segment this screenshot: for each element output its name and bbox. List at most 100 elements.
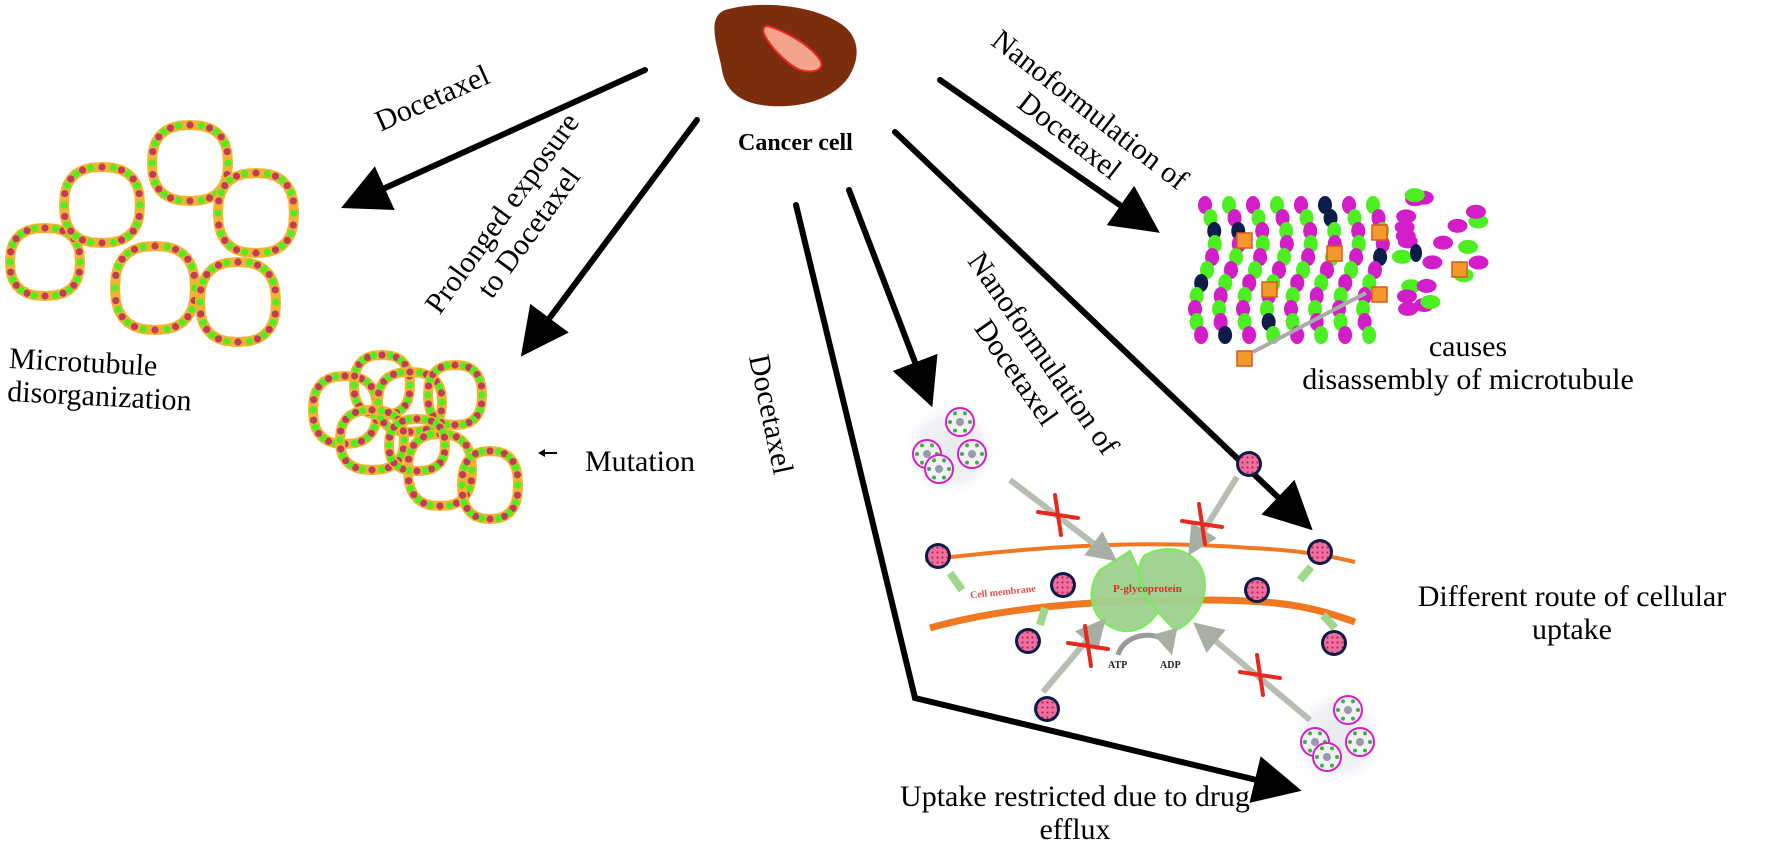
tubulin-subunit <box>1207 222 1222 240</box>
arrow-prolonged-exposure <box>520 117 700 357</box>
free-tubulin-subunit <box>1420 294 1441 309</box>
free-tubulin-subunit <box>1458 239 1479 254</box>
tubulin-subunit <box>1194 326 1209 344</box>
drug-particle-icon <box>1050 572 1076 598</box>
drug-particle-icon <box>1244 577 1270 603</box>
microtubule-disorganization-label: Microtubule disorganization <box>7 342 195 418</box>
nanoparticle-cluster-icon <box>902 402 998 498</box>
green-uptake-arrow <box>1036 606 1049 627</box>
block-cross-icons <box>1036 493 1282 697</box>
block-cross-icon <box>1066 624 1110 668</box>
free-tubulin-subunit <box>1391 249 1412 264</box>
drug-particles <box>925 451 1347 722</box>
adp-label: ADP <box>1160 660 1181 671</box>
microtubule-ring <box>59 162 145 248</box>
drug-particle-icon <box>1307 539 1333 565</box>
tubulin-subunit <box>1279 222 1294 240</box>
drug-square-icon <box>1236 232 1253 249</box>
tubulin-subunit <box>1242 326 1257 344</box>
p-glycoprotein-icon <box>1090 548 1207 633</box>
efflux-label: Uptake restricted due to drug efflux <box>840 780 1310 846</box>
free-tubulin-subunit <box>1416 278 1437 293</box>
microtubule-rings-mutated <box>308 350 523 524</box>
efflux-line2: efflux <box>1039 813 1111 846</box>
atp-adp-arrow-icon <box>1115 627 1178 656</box>
atp-label: ATP <box>1108 660 1128 671</box>
block-cross-icon <box>1238 653 1282 697</box>
free-tubulin-subunit <box>1422 255 1443 270</box>
free-tubulin-subunit <box>1447 218 1468 233</box>
arrow-docetaxel-to-microtubules <box>341 67 648 210</box>
drug-particle-icon <box>1015 628 1041 654</box>
microtubule-ring <box>213 168 299 258</box>
disassembly-line1: causes <box>1428 330 1508 363</box>
disassembly-label: causes disassembly of microtubule <box>1258 330 1678 396</box>
tubulin-subunit <box>1351 222 1366 240</box>
drug-square-icon <box>1261 281 1278 298</box>
efflux-line1: Uptake restricted due to drug <box>900 780 1250 813</box>
free-tubulin-subunit <box>1433 235 1454 250</box>
drug-square-icon <box>1371 286 1388 303</box>
tubulin-subunit <box>1327 222 1342 240</box>
arrow-nano-to-pgp-inset <box>846 187 938 408</box>
arrow-nano-disassembly <box>937 77 1160 233</box>
cancer-cell-icon <box>714 4 857 107</box>
free-tubulin-subunit <box>1398 301 1419 316</box>
drug-particle-icon <box>1236 451 1262 477</box>
microtubule-ring <box>457 446 523 524</box>
drug-square-icon <box>1451 261 1468 278</box>
pgp-efflux-inset <box>902 402 1386 786</box>
pointer-line <box>1252 291 1367 354</box>
different-route-line2: uptake <box>1532 613 1612 646</box>
drug-square-icon <box>1326 245 1343 262</box>
microtubule-ring <box>110 241 200 335</box>
green-uptake-arrow <box>1296 564 1315 583</box>
cancer-cell-label: Cancer cell <box>738 130 853 156</box>
microtubule-ring <box>423 360 487 430</box>
tubulin-subunit <box>1314 326 1329 344</box>
drug-square-icon <box>1236 350 1253 367</box>
free-tubulin-subunit <box>1468 255 1489 270</box>
tubulin-subunit <box>1410 244 1422 262</box>
grey-arrow <box>1040 618 1106 694</box>
membrane-uptake-arrows <box>946 564 1338 631</box>
pgp-label: P-glycoprotein <box>1113 583 1182 595</box>
microtubule-ring <box>384 414 450 476</box>
mutation-label: Mutation <box>585 445 695 478</box>
green-uptake-arrow <box>1320 612 1338 631</box>
block-cross-icon <box>1180 502 1224 546</box>
microtubule-rings-organized <box>5 120 299 347</box>
free-tubulin-subunit <box>1404 188 1425 203</box>
disassembly-line2: disassembly of microtubule <box>1302 363 1634 396</box>
nanoparticle-clusters <box>902 402 1386 786</box>
tubulin-subunit <box>1303 222 1318 240</box>
grey-arrow <box>1188 475 1240 556</box>
microtubule-disassembly-illustration <box>1188 188 1489 367</box>
block-cross-icon <box>1036 493 1080 537</box>
cell-membrane-upper <box>924 542 1356 564</box>
tubulin-subunit <box>1218 326 1233 344</box>
microtubule-ring <box>5 223 85 301</box>
main-arrows <box>341 67 1313 803</box>
green-uptake-arrow <box>946 570 966 593</box>
tubulin-subunit <box>1255 222 1270 240</box>
free-tubulin-subunit <box>1396 289 1417 304</box>
microtubule-ring <box>195 257 281 347</box>
drug-particle-icon <box>1034 696 1060 722</box>
different-route-line1: Different route of cellular <box>1417 580 1727 613</box>
drug-particle-icon <box>925 543 951 569</box>
mutation-pointer-icon <box>538 449 557 457</box>
nanoparticle-cluster-icon <box>1290 690 1386 786</box>
free-tubulin-subunit <box>1397 234 1418 249</box>
arrow-nano-different-route <box>892 129 1313 531</box>
tubulin-subunit <box>1338 326 1353 344</box>
free-tubulin-subunit <box>1465 204 1486 219</box>
different-route-label: Different route of cellular uptake <box>1372 580 1772 646</box>
arrow-docetaxel-efflux <box>793 202 1302 803</box>
tubulin-subunit <box>1362 326 1377 344</box>
drug-particle-icon <box>1321 630 1347 656</box>
free-tubulin-subunit <box>1396 209 1417 224</box>
drug-square-icon <box>1371 224 1388 241</box>
